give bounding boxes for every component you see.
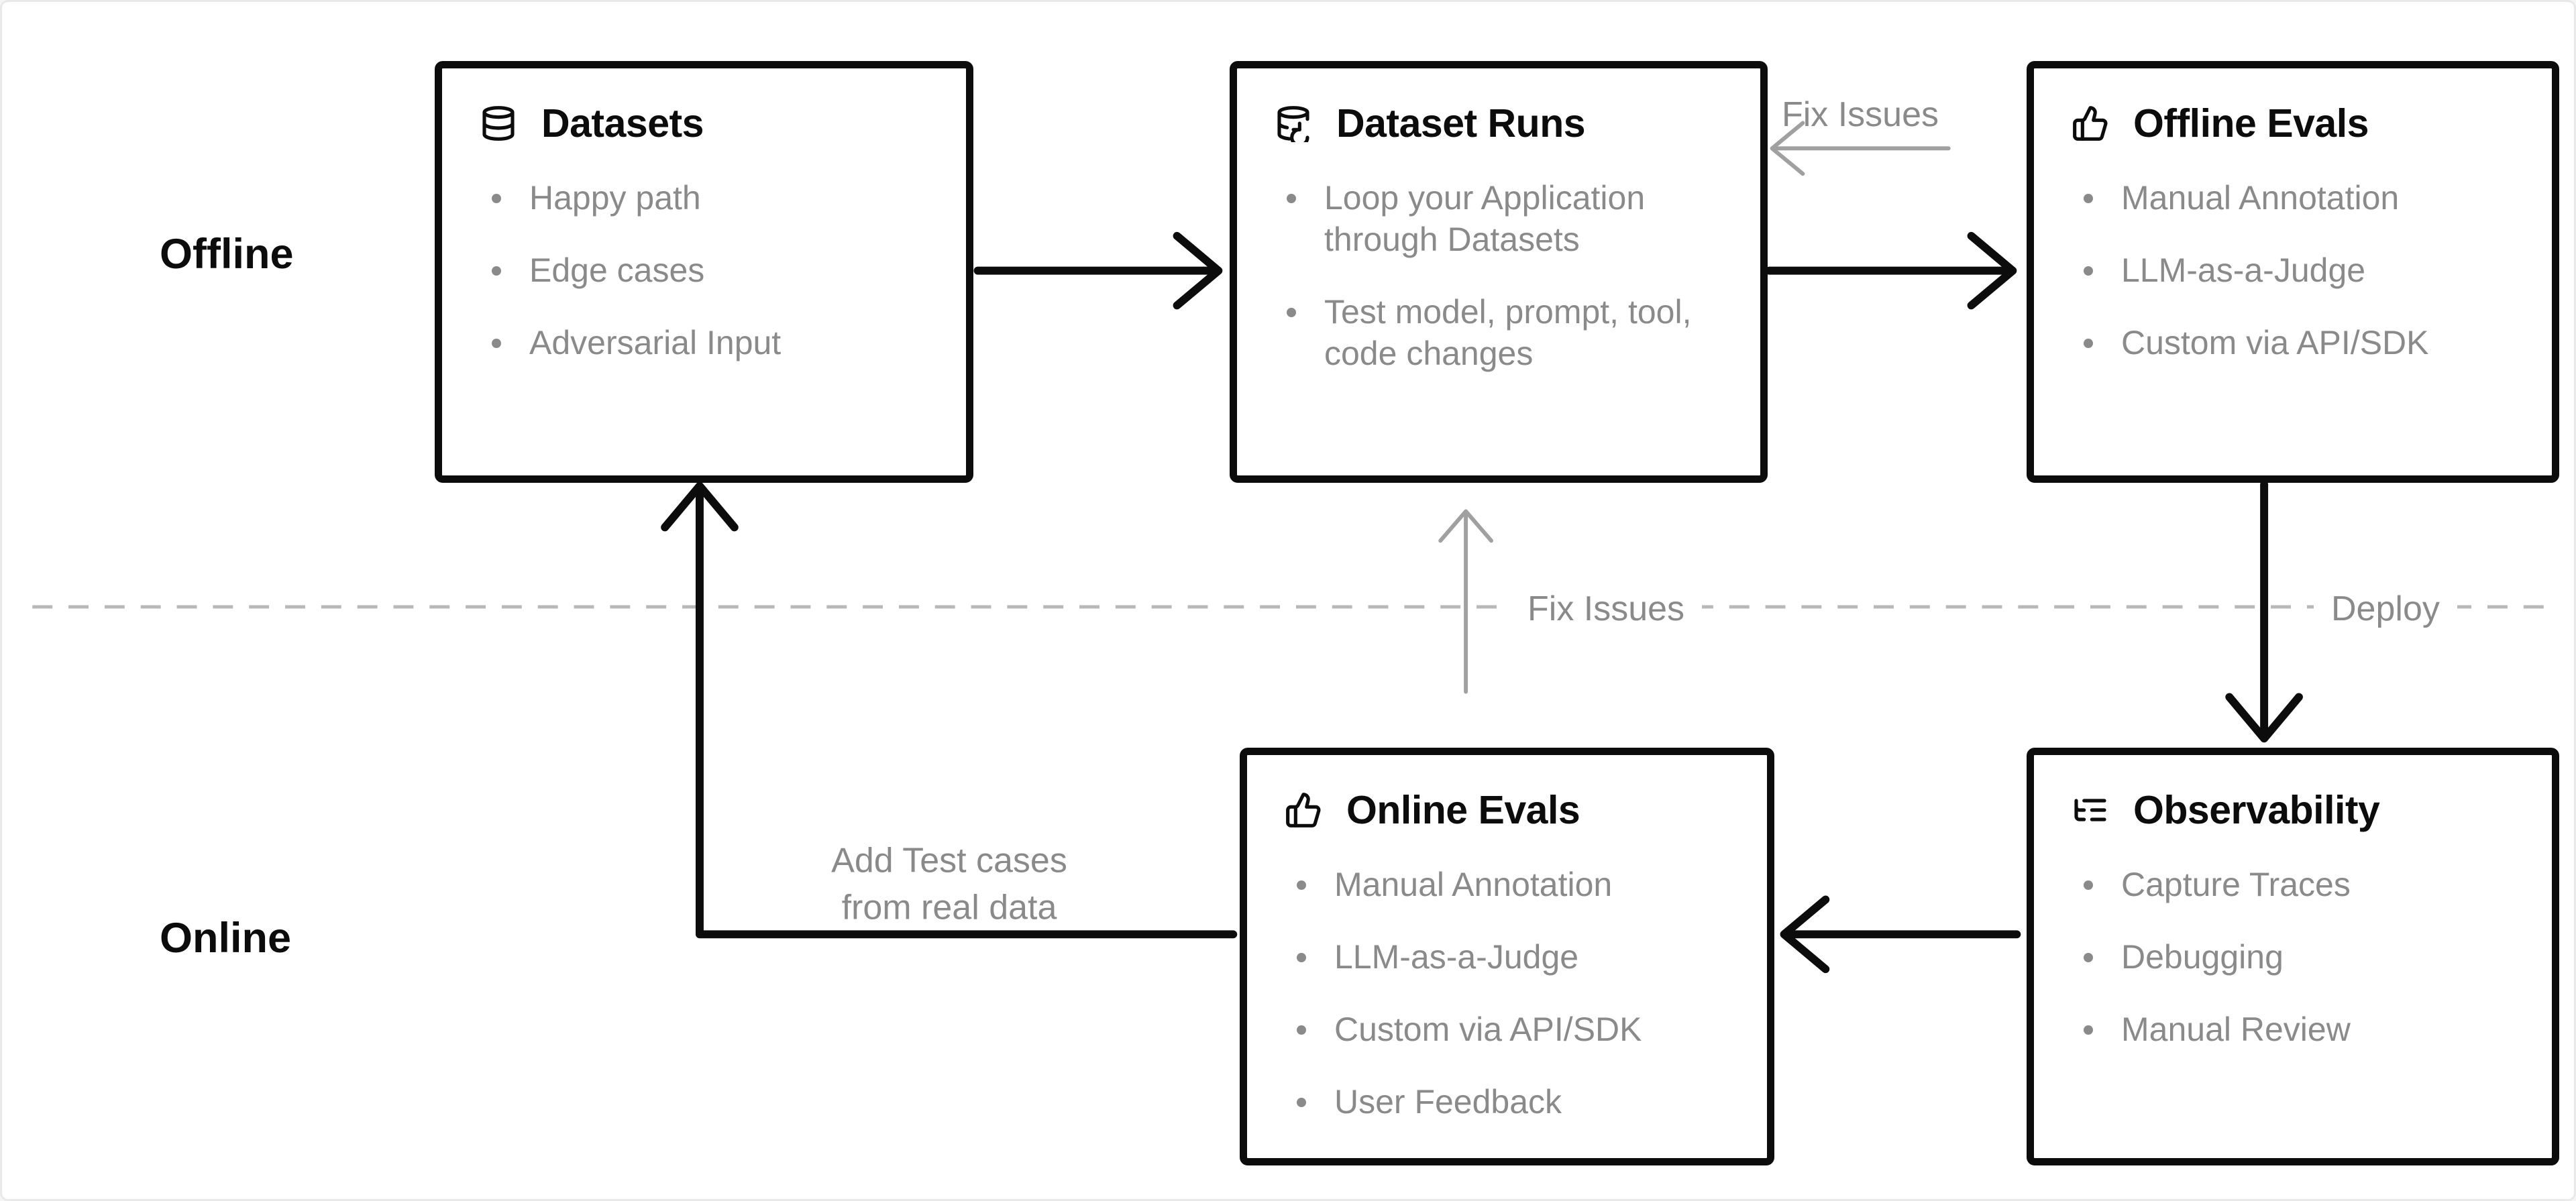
box-header: Online Evals xyxy=(1285,787,1729,833)
list-item: LLM-as-a-Judge xyxy=(2082,249,2514,291)
database-icon xyxy=(480,105,517,142)
list-item: Adversarial Input xyxy=(490,322,928,363)
deploy-label: Deploy xyxy=(2314,586,2457,632)
observability-to-online-evals-arrow xyxy=(1780,895,2021,974)
list-item: Manual Review xyxy=(2082,1009,2514,1050)
box-header: Offline Evals xyxy=(2072,101,2514,146)
list-item: Capture Traces xyxy=(2082,864,2514,905)
online-row-label: Online xyxy=(160,915,292,962)
box-header: Datasets xyxy=(480,101,928,146)
fix-issues-middle-label: Fix Issues xyxy=(1510,586,1703,632)
database-refresh-icon xyxy=(1275,105,1312,142)
dataset-runs-to-offline-evals-arrow xyxy=(1765,231,2017,310)
box-header: Dataset Runs xyxy=(1275,101,1723,146)
fix-issues-middle-arrow xyxy=(1438,509,1493,694)
fix-issues-top-label: Fix Issues xyxy=(1781,95,1939,134)
list-item: Edge cases xyxy=(490,249,928,291)
deploy-arrow xyxy=(2225,480,2303,743)
list-item: Manual Annotation xyxy=(1295,864,1729,905)
list-item: Custom via API/SDK xyxy=(1295,1009,1729,1050)
thumbs-up-icon xyxy=(1285,791,1322,829)
datasets-to-dataset-runs-arrow xyxy=(973,231,1223,310)
list-item: Test model, prompt, tool, code changes xyxy=(1285,291,1723,374)
add-test-cases-label: Add Test cases from real data xyxy=(831,841,1067,927)
box-dataset-runs: Dataset Runs Loop your Application throu… xyxy=(1230,61,1768,483)
list-item: LLM-as-a-Judge xyxy=(1295,936,1729,978)
list-item: Loop your Application through Datasets xyxy=(1285,177,1723,260)
thumbs-up-icon xyxy=(2072,105,2109,142)
list-item: Debugging xyxy=(2082,936,2514,978)
box-title: Datasets xyxy=(541,101,704,146)
box-title: Dataset Runs xyxy=(1336,101,1586,146)
list-item: Happy path xyxy=(490,177,928,219)
offline-row-label: Offline xyxy=(160,231,294,278)
box-title: Observability xyxy=(2133,788,2380,832)
box-title: Online Evals xyxy=(1346,788,1580,832)
list-item: User Feedback xyxy=(1295,1081,1729,1123)
list-item: Manual Annotation xyxy=(2082,177,2514,219)
box-header: Observability xyxy=(2072,787,2514,833)
box-title: Offline Evals xyxy=(2133,101,2369,146)
list-tree-icon xyxy=(2072,791,2109,829)
list-item: Custom via API/SDK xyxy=(2082,322,2514,363)
